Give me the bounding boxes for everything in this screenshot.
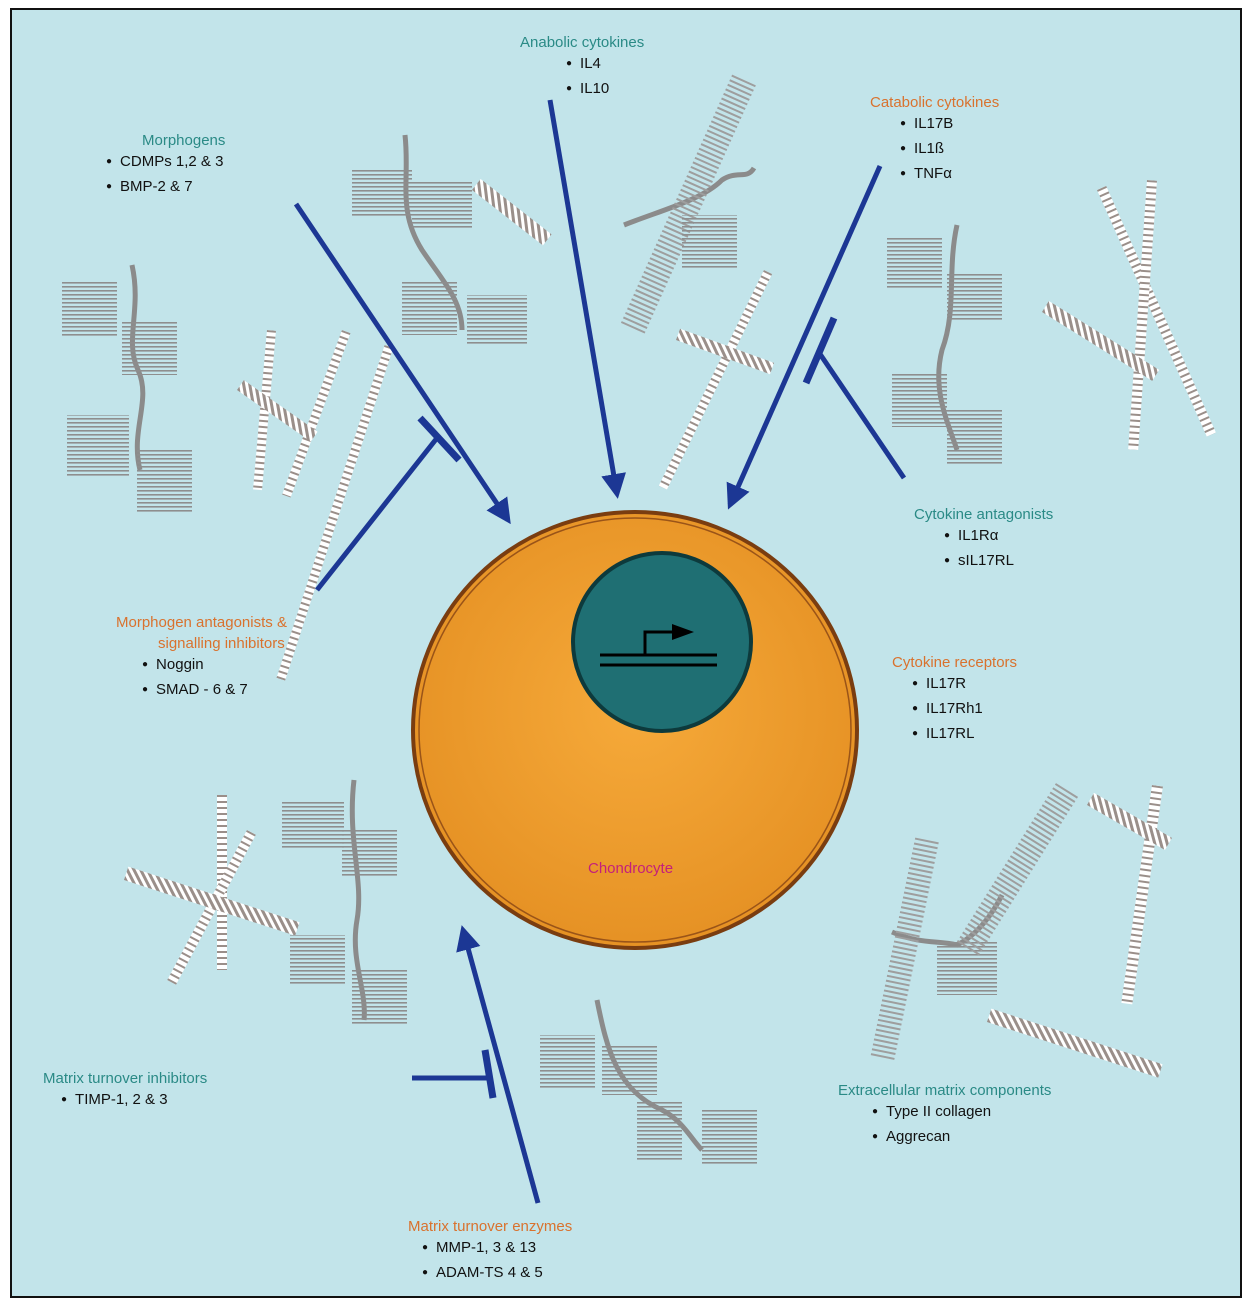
catabolic-item: IL17B bbox=[900, 115, 999, 132]
cytokine-receptors-group: Cytokine receptors IL17R IL17Rh1 IL17RL bbox=[892, 654, 1017, 750]
anabolic-item: IL4 bbox=[566, 55, 644, 72]
arrow-matrix-enzymes bbox=[456, 925, 541, 1204]
cytokine-receptor-item: IL17Rh1 bbox=[912, 700, 1017, 717]
anabolic-item: IL10 bbox=[566, 80, 644, 97]
matrix-enzyme-item: MMP-1, 3 & 13 bbox=[422, 1239, 572, 1256]
cytokine-antagonists-title: Cytokine antagonists bbox=[914, 506, 1054, 523]
matrix-fragment-right-top bbox=[887, 180, 1216, 465]
ecm-components-title: Extracellular matrix components bbox=[838, 1082, 1052, 1099]
matrix-fragment-bottom-left bbox=[124, 779, 407, 1025]
matrix-inhibitor-item: TIMP-1, 2 & 3 bbox=[61, 1091, 207, 1108]
arrow-catabolic bbox=[726, 164, 883, 510]
matrix-fragment-bottom-right bbox=[870, 783, 1172, 1078]
cytokine-receptor-item: IL17RL bbox=[912, 725, 1017, 742]
arrow-morphogens bbox=[293, 202, 511, 525]
matrix-enzyme-item: ADAM-TS 4 & 5 bbox=[422, 1264, 572, 1281]
inhibitor-morphogen-antagonists bbox=[315, 415, 462, 592]
anabolic-cytokines-group: Anabolic cytokines IL4 IL10 bbox=[520, 34, 644, 105]
matrix-fragment-top-left bbox=[62, 264, 394, 681]
matrix-fragment-bottom-center bbox=[540, 999, 757, 1165]
morphogen-antagonist-item: Noggin bbox=[142, 656, 287, 673]
cytokine-antagonist-item: IL1Rα bbox=[944, 527, 1053, 544]
anabolic-cytokines-title: Anabolic cytokines bbox=[520, 34, 645, 51]
catabolic-cytokines-title: Catabolic cytokines bbox=[870, 94, 1000, 111]
diagram-frame: Anabolic cytokines IL4 IL10 Catabolic cy… bbox=[10, 8, 1242, 1298]
matrix-enzymes-group: Matrix turnover enzymes MMP-1, 3 & 13 AD… bbox=[408, 1218, 572, 1289]
morphogen-antagonists-title: Morphogen antagonists & bbox=[116, 614, 287, 631]
morphogens-title: Morphogens bbox=[142, 132, 226, 149]
nucleus bbox=[571, 551, 753, 733]
ecm-item: Aggrecan bbox=[872, 1128, 1051, 1145]
gene-promoter-icon bbox=[600, 624, 717, 667]
chondrocyte-label: Chondrocyte bbox=[588, 860, 674, 877]
catabolic-item: TNFα bbox=[900, 165, 999, 182]
arrow-anabolic bbox=[547, 99, 626, 499]
matrix-fragment-top-center-left bbox=[352, 134, 552, 345]
morphogen-antagonist-item: SMAD - 6 & 7 bbox=[142, 681, 287, 698]
matrix-enzymes-title: Matrix turnover enzymes bbox=[408, 1218, 573, 1235]
matrix-inhibitors-group: Matrix turnover inhibitors TIMP-1, 2 & 3 bbox=[43, 1070, 207, 1116]
cytokine-receptors-title: Cytokine receptors bbox=[892, 654, 1018, 671]
diagram-art bbox=[62, 74, 1216, 1204]
morphogen-item: BMP-2 & 7 bbox=[106, 178, 225, 195]
catabolic-item: IL1ß bbox=[900, 140, 999, 157]
inhibitor-cytokine-antagonists bbox=[802, 316, 907, 480]
catabolic-cytokines-group: Catabolic cytokines IL17B IL1ß TNFα bbox=[870, 94, 999, 190]
morphogens-group: Morphogens CDMPs 1,2 & 3 BMP-2 & 7 bbox=[106, 132, 225, 203]
ecm-components-group: Extracellular matrix components Type II … bbox=[838, 1082, 1051, 1153]
cytokine-antagonists-group: Cytokine antagonists IL1Rα sIL17RL bbox=[914, 506, 1053, 577]
cytokine-receptor-item: IL17R bbox=[912, 675, 1017, 692]
inhibitor-matrix-turnover bbox=[412, 1049, 497, 1099]
morphogen-item: CDMPs 1,2 & 3 bbox=[106, 153, 225, 170]
morphogen-antagonists-group: Morphogen antagonists & signalling inhib… bbox=[116, 614, 287, 706]
ecm-item: Type II collagen bbox=[872, 1103, 1051, 1120]
cytokine-antagonist-item: sIL17RL bbox=[944, 552, 1053, 569]
morphogen-antagonists-title-line2: signalling inhibitors bbox=[158, 635, 285, 652]
matrix-fragment-top-center-right bbox=[620, 74, 775, 490]
matrix-inhibitors-title: Matrix turnover inhibitors bbox=[43, 1070, 208, 1087]
